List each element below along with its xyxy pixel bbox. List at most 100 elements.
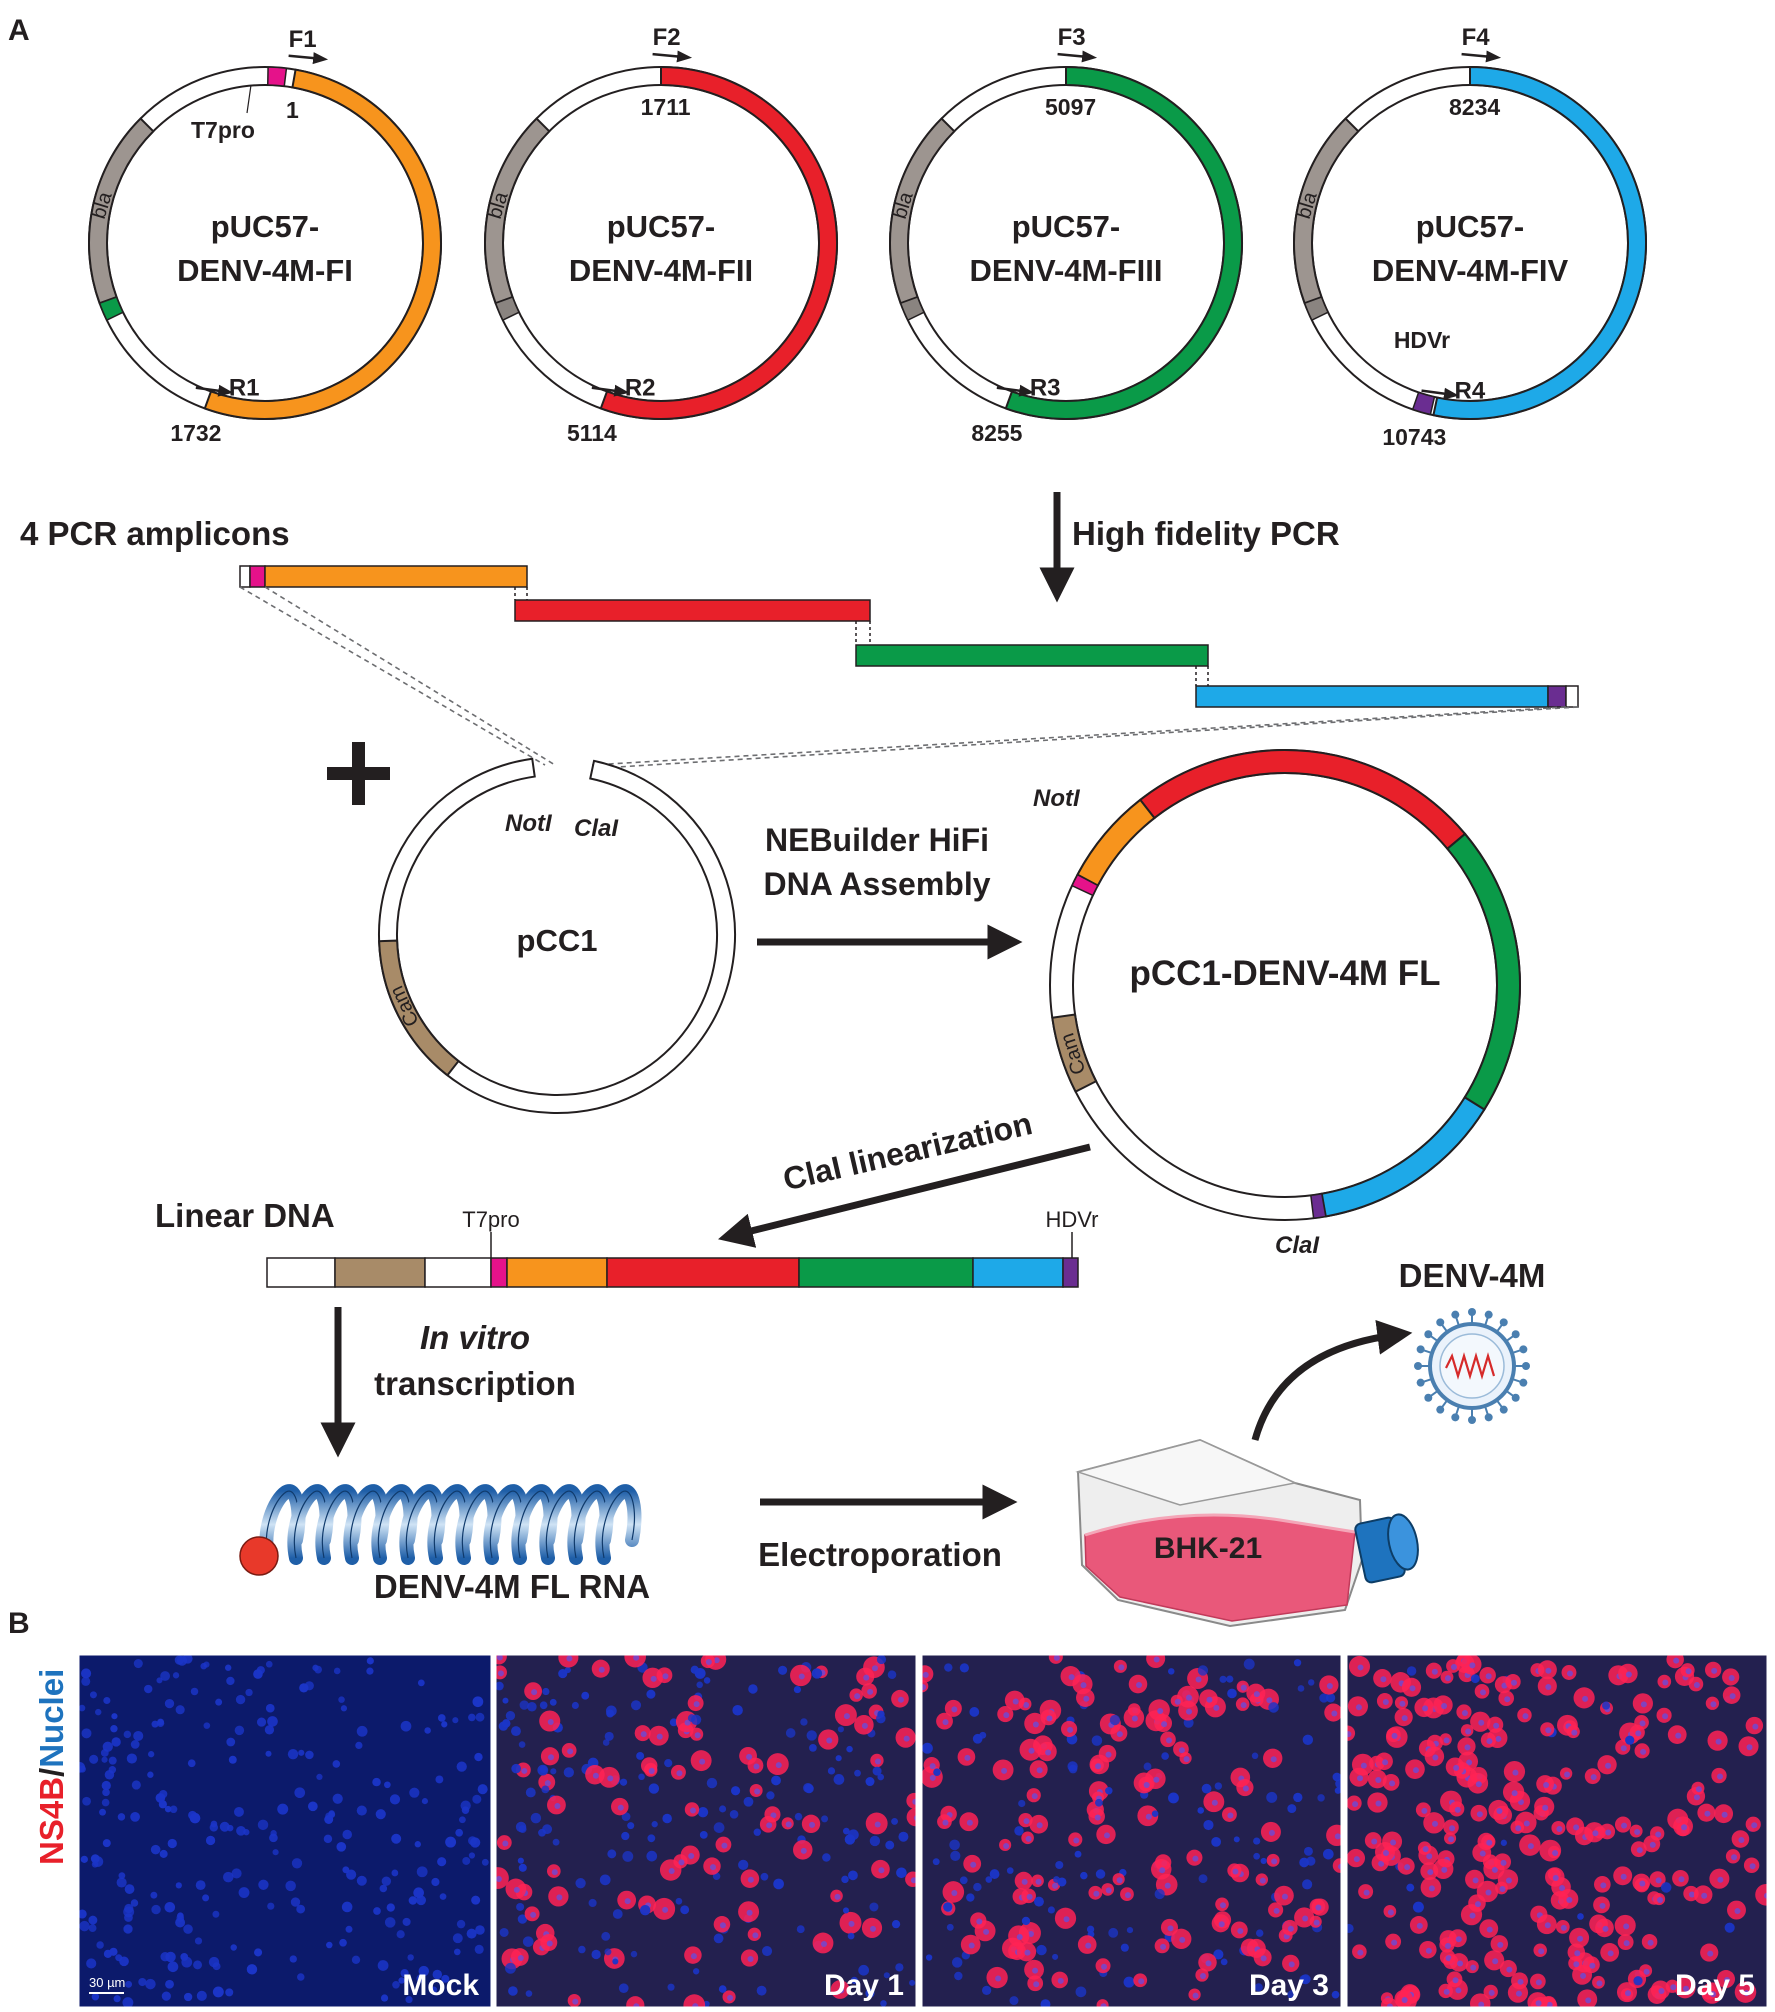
axis-label-separator: / <box>33 1768 70 1777</box>
cell-nucleus <box>1589 1962 1596 1969</box>
cell-nucleus <box>1219 1675 1227 1683</box>
cell-nucleus <box>130 1899 139 1907</box>
cell-nucleus <box>838 1987 845 1994</box>
cell-nucleus <box>409 1787 420 1798</box>
cell-nucleus <box>402 1917 411 1926</box>
cell-nucleus <box>1401 1996 1408 2003</box>
cell-nucleus <box>408 1896 418 1905</box>
cell-nucleus <box>1057 1877 1067 1887</box>
cell-nucleus <box>215 1698 223 1706</box>
cell-nucleus <box>1083 1695 1090 1702</box>
cell-nucleus <box>876 1713 886 1724</box>
cell-nucleus <box>1378 1860 1385 1867</box>
virion-spike-head <box>1451 1413 1460 1422</box>
cell-nucleus <box>1281 1893 1288 1900</box>
cell-nucleus <box>690 1714 702 1725</box>
t7-promoter-label: T7pro <box>191 117 255 143</box>
cell-nucleus <box>1302 1915 1309 1922</box>
cell-nucleus <box>869 1925 876 1932</box>
cell-nucleus <box>452 1933 463 1944</box>
cell-nucleus <box>1443 1737 1450 1744</box>
cell-nucleus <box>721 1842 728 1849</box>
cell-nucleus <box>1478 2001 1485 2007</box>
reverse-primer-arrow <box>1421 387 1459 400</box>
cell-nucleus <box>1711 1667 1718 1674</box>
cell-nucleus <box>1057 1977 1064 1984</box>
cell-nucleus <box>633 1655 640 1661</box>
cell-nucleus <box>1585 1997 1592 2004</box>
cell-nucleus <box>1478 1719 1485 1726</box>
cell-nucleus <box>1168 1792 1179 1804</box>
plasmid-name-line-2: DENV-4M-FI <box>177 253 353 288</box>
bla-gene <box>889 117 956 305</box>
cell-nucleus <box>366 1657 374 1665</box>
scale-bar-label: 30 µm <box>89 1975 125 1990</box>
cell-nucleus <box>748 1684 758 1694</box>
cell-nucleus <box>1253 1837 1261 1845</box>
cell-nucleus <box>1480 1689 1487 1696</box>
cell-nucleus <box>1001 1767 1008 1774</box>
cell-nucleus <box>1220 1902 1227 1909</box>
cell-nucleus <box>1500 1859 1507 1866</box>
cell-nucleus <box>1512 1769 1519 1776</box>
cell-nucleus <box>1255 1929 1264 1937</box>
microscopy-frame <box>921 1654 1342 2008</box>
cell-nucleus <box>833 1774 845 1785</box>
cell-nucleus <box>1441 1702 1448 1709</box>
microscopy-cells <box>1347 1655 1767 2007</box>
cell-nucleus <box>1047 1906 1055 1914</box>
cell-nucleus <box>151 1720 159 1728</box>
cell-nucleus <box>1287 1925 1294 1932</box>
cell-nucleus <box>719 1922 726 1929</box>
cell-nucleus <box>432 1969 443 1980</box>
cell-nucleus <box>1485 1889 1492 1896</box>
cell-nucleus <box>841 1875 849 1884</box>
cell-nucleus <box>638 1773 645 1781</box>
cell-nucleus <box>130 1740 140 1749</box>
cell-nucleus <box>648 1768 655 1775</box>
cell-nucleus <box>336 1841 347 1852</box>
cell-nucleus <box>323 1834 333 1844</box>
cell-nucleus <box>384 1781 391 1789</box>
cell-nucleus <box>646 1850 658 1862</box>
amplicon-t7-promoter <box>249 565 266 588</box>
reverse-primer-arrow <box>591 384 630 397</box>
cell-nucleus <box>1655 1831 1662 1838</box>
cell-nucleus <box>1003 1842 1010 1849</box>
rna-turn-outline <box>601 1490 635 1559</box>
cell-nucleus <box>1658 1988 1665 1995</box>
cell-nucleus <box>1470 1674 1480 1684</box>
cell-nucleus <box>277 1803 289 1815</box>
cell-nucleus <box>1422 1846 1429 1853</box>
microscopy-frame <box>1346 1654 1768 2008</box>
cell-nucleus <box>1260 1857 1267 1865</box>
cell-nucleus <box>676 1770 683 1777</box>
cell-nucleus <box>770 1812 777 1819</box>
cell-nucleus <box>86 1958 97 1969</box>
cell-nucleus <box>727 1994 734 2001</box>
cell-nucleus <box>1243 1658 1255 1670</box>
cell-nucleus <box>612 1958 619 1965</box>
cell-nucleus <box>785 1728 796 1738</box>
cell-nucleus <box>541 1785 550 1794</box>
cell-nucleus <box>599 1874 611 1886</box>
cell-nucleus <box>356 1875 367 1886</box>
fl-hdv-marker <box>1310 1192 1327 1220</box>
linear-segment-fragment-3 <box>798 1257 974 1288</box>
cell-nucleus <box>175 1705 185 1715</box>
cell-nucleus <box>607 1775 614 1782</box>
cell-nucleus <box>1621 1822 1628 1829</box>
cell-nucleus <box>1375 1776 1382 1783</box>
cell-nucleus <box>1416 1922 1423 1929</box>
cell-nucleus <box>1421 1807 1428 1814</box>
cell-nucleus <box>1153 1656 1160 1663</box>
cell-nucleus <box>1504 1696 1511 1703</box>
cell-nucleus <box>1105 1751 1112 1758</box>
cell-nucleus <box>285 1880 296 1892</box>
cell-nucleus <box>690 1953 697 1960</box>
cell-nucleus <box>548 1754 555 1761</box>
cell-nucleus <box>850 1976 858 1984</box>
